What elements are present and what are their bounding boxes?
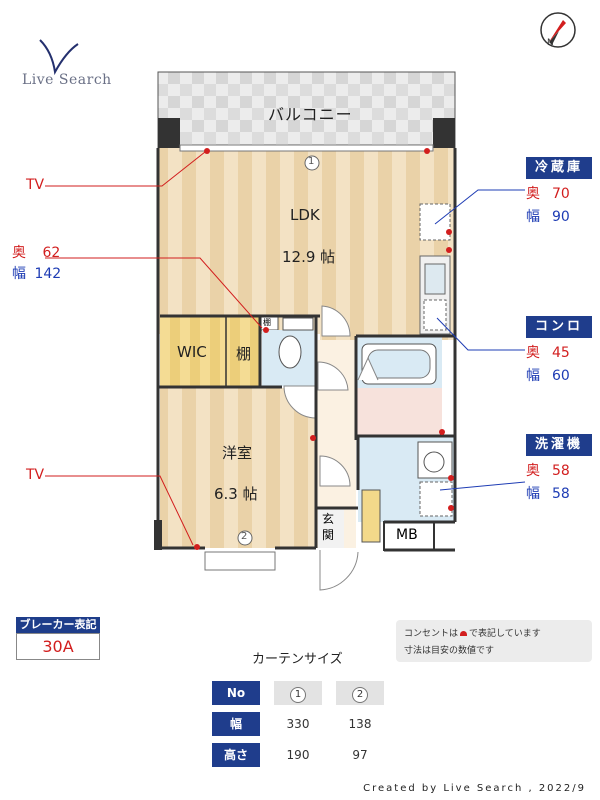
curtain-width-1: 330 xyxy=(286,717,310,731)
curtain-height-1: 190 xyxy=(286,748,310,762)
breaker-value: 30A xyxy=(16,633,100,660)
credit-line: Created by Live Search , 2022/9 xyxy=(363,783,586,794)
outlet-icon xyxy=(460,631,468,636)
curtain-col-1: 1 xyxy=(274,681,322,705)
curtain-height-2: 97 xyxy=(352,748,368,762)
curtain-row-height-label: 高さ xyxy=(212,743,260,767)
balcony-label: バルコニー xyxy=(268,105,353,124)
logo-mark xyxy=(39,39,79,76)
western-room-label: 洋室 xyxy=(222,444,253,462)
shelf-width: 幅 142 xyxy=(12,266,62,282)
ldk-size: 12.9 帖 xyxy=(282,248,336,266)
shelf-label: 棚 xyxy=(236,345,252,363)
window-marker-2: 2 xyxy=(241,531,248,542)
western-room-size: 6.3 帖 xyxy=(214,485,258,503)
outlet-note: コンセントはで表記しています 寸法は目安の数値です xyxy=(396,620,592,662)
fridge-title: 冷蔵庫 xyxy=(526,157,592,179)
ldk-label: LDK xyxy=(290,206,320,224)
curtain-width-2: 138 xyxy=(348,717,372,731)
curtain-row-width-label: 幅 xyxy=(212,712,260,736)
tv-callout-top: TV xyxy=(26,177,45,193)
tv-callout-bottom: TV xyxy=(26,467,45,483)
stove-title: コンロ xyxy=(526,316,592,338)
curtain-table: No 1 2 幅 330 138 高さ 190 97 xyxy=(212,681,384,767)
curtain-col-2: 2 xyxy=(336,681,384,705)
washer-title: 洗濯機 xyxy=(526,434,592,456)
mb-label: MB xyxy=(396,527,418,543)
wic-label: WIC xyxy=(177,343,207,361)
entrance-label: 玄関 xyxy=(322,512,335,542)
compass-icon: N xyxy=(540,12,576,48)
window-marker-1: 1 xyxy=(308,156,315,167)
logo-text: Live Search xyxy=(22,72,112,88)
breaker-title: ブレーカー表記 xyxy=(16,617,100,633)
curtain-header-label: No xyxy=(212,681,260,705)
curtain-title: カーテンサイズ xyxy=(252,652,343,667)
shelf-depth: 奥 62 xyxy=(12,245,61,261)
svg-text:N: N xyxy=(547,38,554,48)
shelf-small-label: 棚 xyxy=(263,318,271,327)
